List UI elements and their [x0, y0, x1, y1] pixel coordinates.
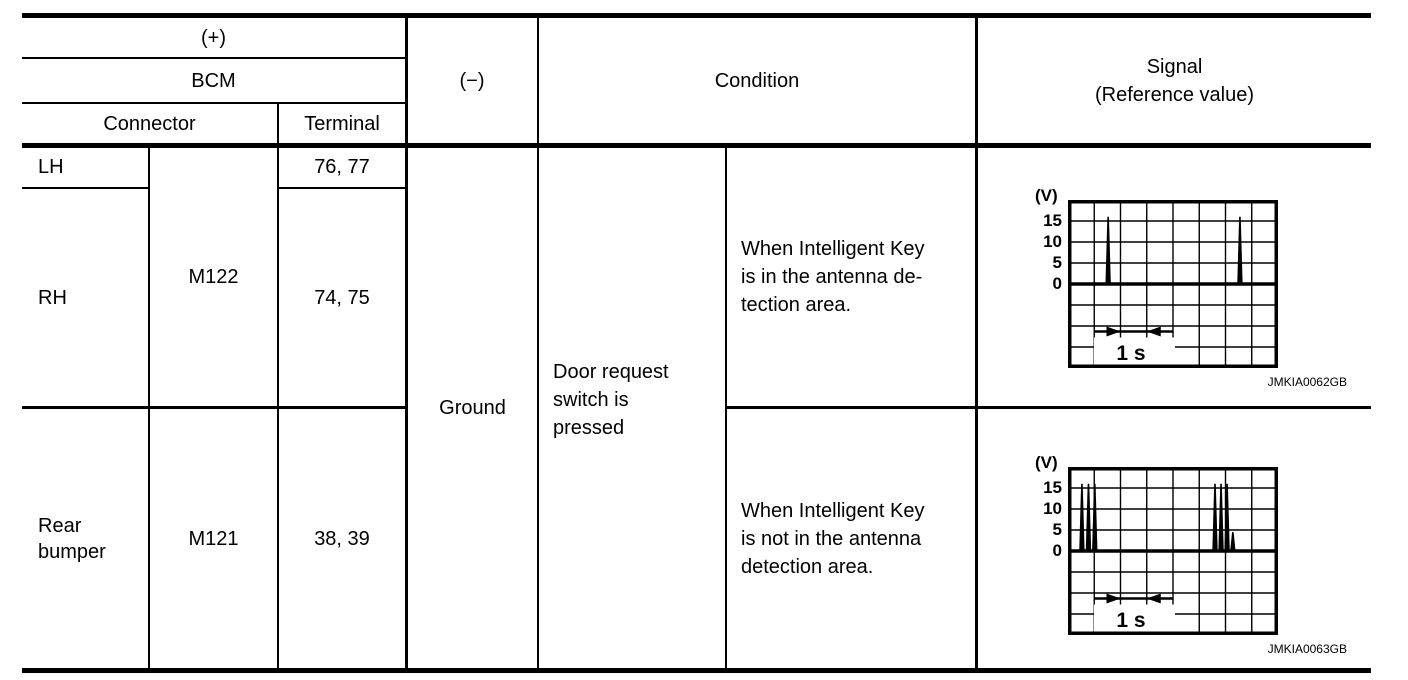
col-divider-condition-sub — [725, 147, 727, 668]
header-bcm: BCM — [22, 59, 405, 102]
col-divider-plus-minus — [405, 13, 408, 668]
header-minus: (−) — [407, 18, 537, 143]
rule-under-bcm — [22, 102, 407, 104]
row-divider-left — [22, 406, 407, 409]
cell-location-rh: RH — [38, 286, 67, 309]
header-bottom-border — [22, 143, 1371, 148]
ytick-5: 5 — [1052, 520, 1062, 539]
cell-condition-main: Door request switch is pressed — [553, 360, 669, 439]
oscilloscope-figure-not-in-area: (V) 15 10 5 0 1 s JMKIA0063GB — [1030, 453, 1371, 665]
cell-ground: Ground — [439, 396, 506, 419]
oscilloscope-figure-in-area: (V) 15 10 5 0 1 s JMKIA0062GB — [1030, 186, 1371, 398]
svg-text:1 s: 1 s — [1116, 609, 1145, 632]
cell-location-lh: LH — [38, 156, 64, 178]
rule-under-lh — [22, 187, 148, 189]
table-top-border — [22, 13, 1371, 18]
ytick-10: 10 — [1043, 232, 1062, 251]
header-bcm-label: BCM — [191, 69, 236, 92]
cell-condition-in-area: When Intelligent Key is in the antenna d… — [741, 237, 925, 316]
ytick-0: 0 — [1052, 274, 1062, 293]
waveform-plot: 1 s — [1068, 467, 1278, 635]
header-plus: (+) — [22, 18, 405, 57]
cell-condition-not-in-area: When Intelligent Key is not in the anten… — [741, 499, 925, 578]
figure-id-label: JMKIA0062GB — [1267, 375, 1347, 389]
header-signal-label: Signal (Reference value) — [1095, 55, 1254, 106]
volts-axis-label: (V) — [1035, 186, 1058, 205]
rule-under-terminal-76-77 — [277, 187, 407, 189]
header-signal: Signal (Reference value) — [978, 18, 1371, 143]
ytick-15: 15 — [1043, 478, 1062, 497]
header-connector: Connector — [22, 104, 277, 143]
col-divider-minus-condition — [537, 13, 539, 668]
cell-terminal-38-39: 38, 39 — [314, 527, 370, 550]
cell-connector-m122: M122 — [188, 265, 239, 288]
header-terminal: Terminal — [279, 104, 405, 143]
ytick-5: 5 — [1052, 253, 1062, 272]
row-divider-right — [725, 406, 1371, 409]
waveform-plot: 1 s — [1068, 200, 1278, 368]
table-bottom-border — [22, 668, 1371, 673]
cell-terminal-74-75: 74, 75 — [314, 286, 370, 309]
ytick-10: 10 — [1043, 499, 1062, 518]
col-divider-condition-signal — [975, 13, 978, 668]
col-divider-location-connector — [148, 147, 150, 668]
svg-text:1 s: 1 s — [1116, 342, 1145, 365]
header-plus-label: (+) — [201, 26, 226, 49]
cell-terminal-76-77: 76, 77 — [314, 156, 370, 178]
cell-location-rear-bumper: Rear bumper — [38, 514, 106, 563]
cell-connector-m121: M121 — [188, 527, 239, 550]
header-condition-label: Condition — [714, 69, 800, 92]
ytick-0: 0 — [1052, 541, 1062, 560]
header-condition: Condition — [539, 18, 975, 143]
volts-axis-label: (V) — [1035, 453, 1058, 472]
header-terminal-label: Terminal — [304, 112, 380, 135]
header-minus-label: (−) — [459, 69, 485, 92]
rule-under-plus — [22, 57, 407, 59]
figure-id-label: JMKIA0063GB — [1267, 642, 1347, 656]
header-connector-label: Connector — [103, 112, 196, 135]
ytick-15: 15 — [1043, 211, 1062, 230]
col-divider-connector-terminal — [277, 102, 279, 668]
